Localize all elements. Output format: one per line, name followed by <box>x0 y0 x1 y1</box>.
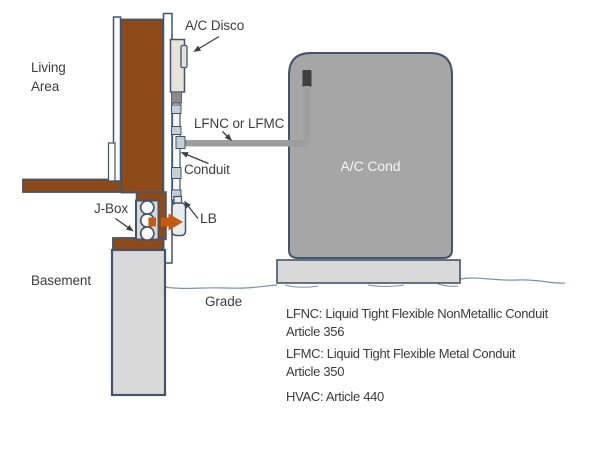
jbox-callout-arrow-icon <box>115 217 134 232</box>
grade-label: Grade <box>205 294 243 309</box>
disconnect-handle <box>180 44 188 69</box>
junction-box-knockout <box>139 200 155 215</box>
lfnc-callout-arrow-icon <box>222 131 232 141</box>
whip-connector-cap <box>302 70 312 87</box>
lb-callout-arrow-icon <box>183 201 199 219</box>
living-area-label: Living Area <box>31 60 66 94</box>
conduit-label: Conduit <box>184 162 230 177</box>
grade-line-right <box>459 277 566 284</box>
exterior-wall <box>120 18 164 194</box>
ac-cond-label: A/C Cond <box>340 158 401 174</box>
interior-wall-trim <box>107 142 116 182</box>
ac-disco-callout-arrow-icon <box>193 35 220 53</box>
legend-hvac: HVAC: Article 440 <box>286 389 384 404</box>
conduit-callout-arrow-icon <box>181 151 209 165</box>
conduit-tee-fitting <box>175 136 186 149</box>
interior-wall-finish <box>112 16 122 182</box>
grade-line-left <box>162 284 278 289</box>
grade-tick-marks <box>284 283 459 288</box>
condenser-pad <box>276 259 461 284</box>
legend-lfmc: LFMC: Liquid Tight Flexible Metal Condui… <box>286 346 516 379</box>
disconnect-connector <box>171 91 182 104</box>
ac-disco-label: A/C Disco <box>185 18 245 33</box>
lb-label: LB <box>200 210 217 226</box>
whip-horizontal-run <box>179 140 308 147</box>
basement-label: Basement <box>31 273 91 288</box>
lfnc-lfmc-label: LFNC or LFMC <box>194 116 285 131</box>
foundation-wall <box>110 248 167 397</box>
whip-vertical-run <box>303 86 310 143</box>
conduit-coupling <box>171 167 182 179</box>
junction-box-knockout <box>139 226 155 241</box>
jbox-label: J-Box <box>94 201 129 216</box>
conduit-coupling <box>171 104 182 114</box>
condenser-unit <box>288 52 453 259</box>
conduit-coupling <box>171 126 182 135</box>
legend-lfnc: LFNC: Liquid Tight Flexible NonMetallic … <box>286 306 548 339</box>
conduit-riser <box>171 102 181 204</box>
power-path-arrowhead-icon <box>168 213 183 231</box>
